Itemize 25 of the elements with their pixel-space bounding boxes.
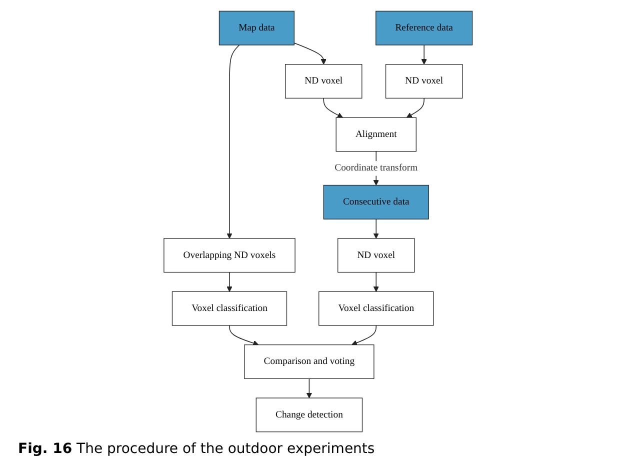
arrow — [406, 98, 425, 118]
arrow — [294, 42, 327, 65]
node-box: Overlapping ND voxels — [164, 238, 296, 273]
node-box: Voxel classification — [172, 291, 288, 326]
arrow — [374, 218, 380, 239]
arrow — [229, 325, 260, 346]
arrow — [324, 98, 344, 118]
node-box: Comparison and voting — [244, 344, 375, 379]
arrow — [352, 325, 377, 346]
node-box: ND voxel — [386, 64, 464, 99]
node-box: Map data — [219, 10, 295, 46]
node-box: Alignment — [336, 117, 417, 152]
node-box: Voxel classification — [318, 291, 434, 326]
arrow — [227, 44, 240, 239]
figure-caption: Fig. 16 The procedure of the outdoor experiments — [17, 441, 375, 457]
node-box: Change detection — [256, 398, 363, 432]
arrow — [306, 378, 312, 398]
edge-label: Coordinate transform — [335, 162, 418, 174]
node-box: Reference data — [376, 10, 473, 46]
node-box: Consecutive data — [324, 184, 430, 220]
arrow — [422, 44, 428, 65]
node-box: ND voxel — [338, 238, 416, 273]
node-box: ND voxel — [285, 64, 363, 99]
arrow — [227, 272, 233, 292]
arrow — [374, 272, 380, 292]
